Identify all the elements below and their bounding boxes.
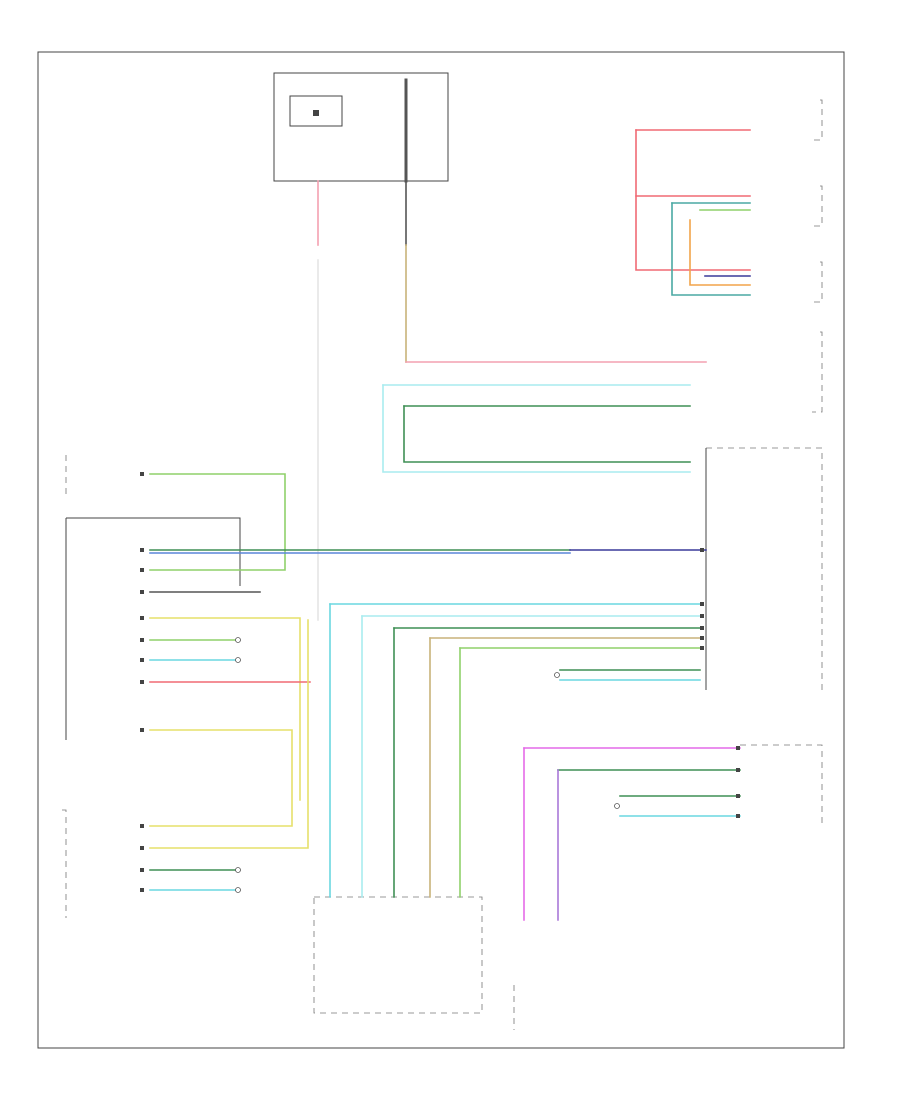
ground-symbols [235, 637, 620, 893]
transmission-range-sensor [62, 809, 67, 918]
powertrain-control-module [705, 447, 823, 690]
wires [149, 78, 751, 921]
left-front-brake-lamp [812, 185, 823, 227]
right-front-lamp [812, 261, 823, 303]
stop-lamp-switch [812, 331, 823, 413]
overdrive-switch [740, 744, 823, 828]
fuse-block [273, 72, 449, 182]
transmission-solenoid-assembly [313, 896, 483, 1014]
diagram-frame [37, 51, 845, 1049]
connector-pins [140, 472, 740, 892]
shift-lever-module [65, 517, 241, 740]
steering-column-module [812, 99, 823, 141]
